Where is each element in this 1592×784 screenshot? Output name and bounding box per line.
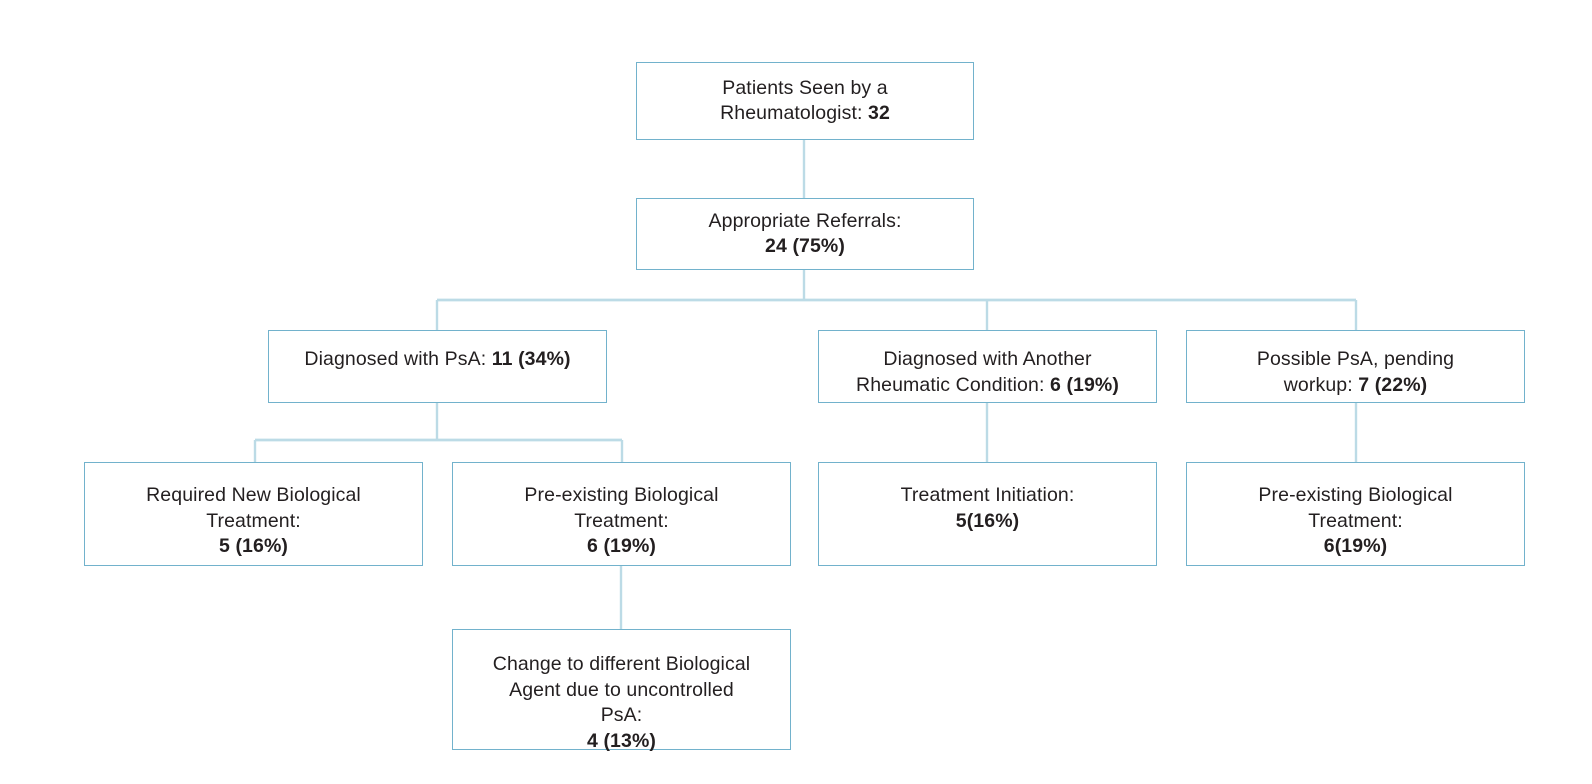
node-diagnosed-psa[interactable]: Diagnosed with PsA: 11 (34%) — [268, 330, 607, 403]
node-diagnosed-psa-text: Diagnosed with PsA: 11 (34%) — [304, 348, 571, 370]
node-treatment-initiation[interactable]: Treatment Initiation:5(16%) — [818, 462, 1157, 566]
node-treatment-initiation-text: Treatment Initiation:5(16%) — [900, 484, 1075, 532]
node-appropriate-referrals-text: Appropriate Referrals:24 (75%) — [708, 209, 902, 258]
node-appropriate-referrals[interactable]: Appropriate Referrals:24 (75%) — [636, 198, 974, 270]
